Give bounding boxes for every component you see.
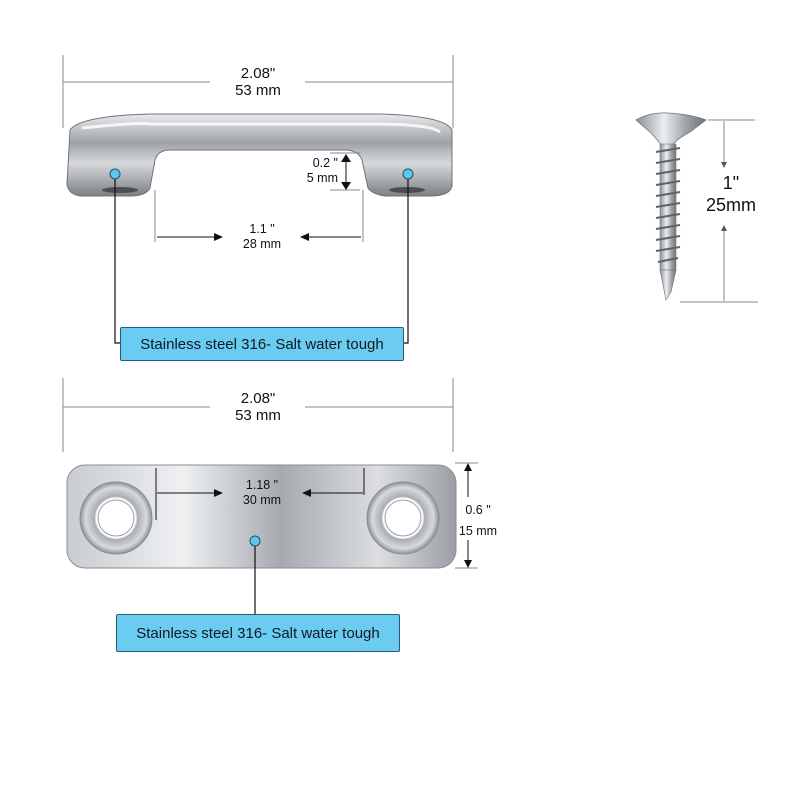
top-width-inch: 2.08": [240, 65, 276, 82]
plate-height-mm: 15 mm: [458, 524, 498, 538]
bottom-width-inch: 2.08": [240, 390, 276, 407]
clearance-label: 0.2 " 5 mm: [280, 156, 338, 186]
inner-span-label: 1.1 " 28 mm: [226, 222, 298, 252]
base-plate-image: [66, 464, 457, 569]
handle-side-view: [66, 113, 453, 197]
marker-dot-right: [402, 168, 414, 180]
top-overall-width-dimension: [62, 55, 454, 128]
screw-image: [635, 112, 707, 301]
marker-dot-left: [109, 168, 121, 180]
bottom-material-callout: Stainless steel 316- Salt water tough: [116, 614, 400, 652]
hole-spacing-mm: 30 mm: [242, 493, 282, 507]
bottom-width-label: 2.08" 53 mm: [212, 390, 304, 424]
clearance-mm: 5 mm: [306, 171, 338, 185]
marker-dot-center: [249, 535, 261, 547]
inner-span-mm: 28 mm: [242, 237, 282, 251]
screw-length-mm: 25mm: [705, 195, 756, 215]
plate-height-label: 0.6 " 15 mm: [456, 500, 500, 542]
inner-span-dimension: [154, 190, 364, 242]
bottom-overall-width-dimension: [62, 378, 454, 452]
hole-spacing-inch: 1.18 ": [245, 478, 279, 492]
top-callout-leaders: [114, 174, 409, 344]
hole-spacing-label: 1.18 " 30 mm: [224, 478, 300, 508]
screw-length-inch: 1": [722, 173, 740, 193]
top-width-mm: 53 mm: [235, 82, 281, 99]
screw-length-dimension: [680, 119, 758, 303]
clearance-inch: 0.2 ": [312, 156, 338, 170]
top-width-label: 2.08" 53 mm: [212, 65, 304, 99]
top-material-callout: Stainless steel 316- Salt water tough: [120, 327, 404, 361]
clearance-height-dimension: [330, 152, 360, 191]
bottom-width-mm: 53 mm: [235, 407, 281, 424]
plate-height-inch: 0.6 ": [465, 503, 491, 517]
hole-spacing-dimension: [155, 468, 365, 520]
screw-length-label: 1" 25mm: [700, 172, 762, 216]
plate-height-dimension: [455, 462, 478, 569]
inner-span-inch: 1.1 ": [249, 222, 275, 236]
